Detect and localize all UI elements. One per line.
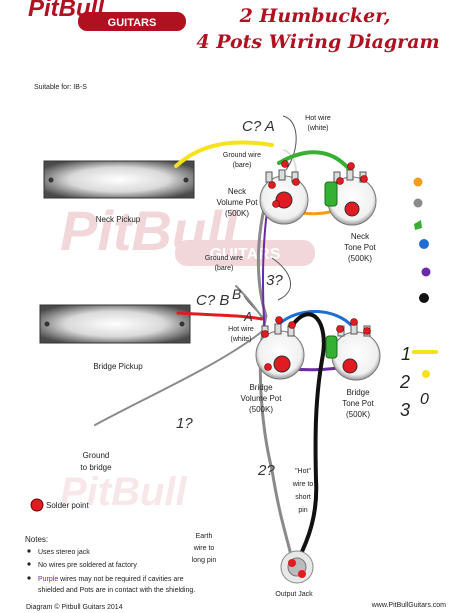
hot-wire-label-mid: Hot wire (white) [228,326,254,343]
svg-text:Volume Pot: Volume Pot [241,394,283,403]
svg-text:Bridge: Bridge [249,383,273,392]
svg-text:short: short [295,494,311,501]
bridge-tone-label: Bridge Tone Pot (500K) [342,388,374,419]
svg-text:Volume Pot: Volume Pot [217,198,259,207]
copyright: Diagram © Pitbull Guitars 2014 [26,603,123,611]
solder-point-legend: Solder point [30,498,89,512]
hot-wire-label-top: Hot wire (white) [305,115,331,132]
note-item-1: Uses stereo jack [38,549,90,556]
handwritten-annotations: C? A C? B B A 3? 1? 2? [176,118,283,479]
svg-text:C? A: C? A [242,118,275,135]
neck-pickup: Neck Pickup [43,160,195,224]
svg-text:1: 1 [401,344,411,364]
bridge-volume-label: Bridge Volume Pot (500K) [241,383,283,414]
note-item-2: No wires pre soldered at factory [38,562,137,569]
svg-text:(500K): (500K) [348,254,372,263]
solder-points [261,160,371,371]
svg-text:1?: 1? [176,415,193,432]
legend-dot-purple [421,267,431,277]
bridge-pickup-label: Bridge Pickup [93,362,143,371]
ground-to-bridge-label: Ground to bridge [80,451,112,472]
svg-text:(bare): (bare) [233,162,252,169]
legend-dot-black [419,293,429,303]
hot-short-pin-label: "Hot" wire to short pin [292,468,314,514]
svg-text:Ground wire: Ground wire [205,255,243,262]
solder-point-label: Solder point [46,501,89,510]
neck-tone-capacitor [324,181,338,207]
svg-text:3?: 3? [266,272,283,289]
notes-title: Notes: [25,535,48,544]
output-jack: Output Jack [275,550,314,598]
logo-banner [78,12,186,31]
svg-text:Neck: Neck [228,187,247,196]
svg-text:2: 2 [399,372,410,392]
svg-text:B: B [232,286,241,302]
svg-text:(500K): (500K) [225,209,249,218]
svg-text:Bridge: Bridge [346,388,370,397]
svg-text:Ground: Ground [83,451,110,460]
neck-pickup-label: Neck Pickup [96,215,141,224]
svg-text:Hot wire: Hot wire [228,326,254,333]
svg-text:3: 3 [400,400,410,420]
legend-numbers: 1 2 3 0 [399,344,429,420]
notes: Notes: Uses stereo jack No wires pre sol… [25,535,195,594]
title-line-2: 4 Pots Wiring Diagram [196,31,439,53]
note-item-3: Purple wires may not be required if cavi… [38,576,184,583]
legend-dot-orange [413,177,423,187]
bridge-pickup: Bridge Pickup [39,304,191,371]
svg-text:Tone Pot: Tone Pot [342,399,374,408]
svg-text:Tone Pot: Tone Pot [344,243,376,252]
svg-text:wire to: wire to [193,545,215,552]
svg-text:to bridge: to bridge [80,463,112,472]
website: www.PitBullGuitars.com [371,602,446,609]
neck-volume-label: Neck Volume Pot (500K) [217,187,259,218]
svg-text:2?: 2? [257,462,275,479]
svg-text:(500K): (500K) [346,410,370,419]
svg-text:pin: pin [298,507,307,514]
legend-dot-green [414,220,422,230]
pitbull-logo: PitBull GUITARS [28,0,186,31]
svg-text:A: A [243,309,253,324]
svg-text:Hot wire: Hot wire [305,115,331,122]
neck-tone-pot [324,169,377,226]
svg-text:0: 0 [420,391,429,408]
bridge-tone-pot [325,323,381,381]
watermark-text-lower: PitBull [60,470,188,514]
neck-tone-label: Neck Tone Pot (500K) [344,232,376,263]
svg-text:Neck: Neck [351,232,370,241]
legend-dot-gray [413,198,423,208]
ground-wire-label-top: Ground wire (bare) [223,152,261,169]
svg-text:"Hot": "Hot" [295,468,311,475]
svg-text:C? B: C? B [196,292,229,309]
legend-dot-blue [419,239,429,249]
suitable-for: Suitable for: IB-S [34,84,87,91]
svg-text:(bare): (bare) [215,265,234,272]
title-line-1: 2 Humbucker, [239,5,391,27]
svg-text:(white): (white) [307,125,328,132]
logo-sub-text: GUITARS [108,17,157,29]
watermark-text: PitBull [60,199,239,262]
svg-text:Earth: Earth [196,533,213,540]
legend-dot-yellow [422,370,430,378]
svg-text:(white): (white) [230,336,251,343]
svg-text:Ground wire: Ground wire [223,152,261,159]
note-item-3-cont: shielded and Pots are in contact with th… [38,587,195,594]
neck-volume-pot [259,169,309,225]
earth-wire-label: Earth wire to long pin [192,533,217,564]
ground-wire-label-mid: Ground wire (bare) [205,255,243,272]
svg-text:wire to: wire to [292,481,314,488]
bridge-tone-capacitor [325,335,338,359]
color-legend [412,177,438,378]
svg-text:long pin: long pin [192,557,217,564]
svg-text:(500K): (500K) [249,405,273,414]
output-jack-label: Output Jack [275,591,313,598]
